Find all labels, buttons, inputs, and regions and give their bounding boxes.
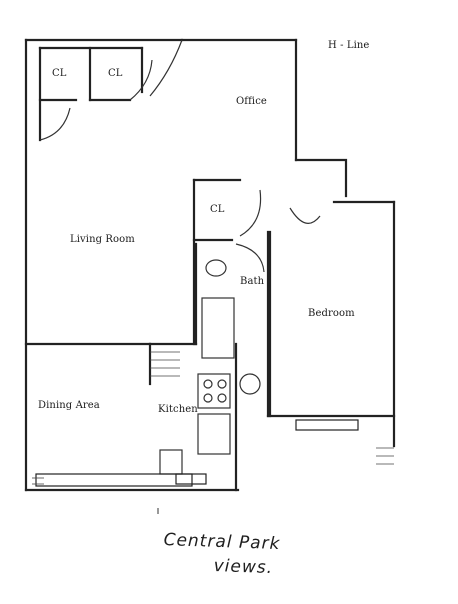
door-swing-bath <box>235 243 265 273</box>
room-label-bath: Bath <box>240 276 265 287</box>
burner-1 <box>203 379 213 389</box>
door-swing-bedroom <box>289 207 321 224</box>
line-label: H - Line <box>328 40 370 51</box>
room-label-living-room: Living Room <box>70 234 135 245</box>
room-label-closet-2: CL <box>108 68 123 79</box>
window-kitchen <box>175 473 207 485</box>
handwritten-note-line-2: views. <box>213 556 274 579</box>
room-label-closet-1: CL <box>52 68 67 79</box>
kitchen-counter <box>197 413 231 455</box>
toilet-fixture <box>239 373 261 395</box>
room-label-closet-3: CL <box>210 204 225 215</box>
stove-fixture <box>197 373 231 409</box>
door-swing-closet-2 <box>129 59 153 101</box>
burner-4 <box>217 393 227 403</box>
room-label-dining-area: Dining Area <box>38 400 100 411</box>
door-swing-office <box>149 39 183 97</box>
bathtub-fixture <box>201 297 235 359</box>
door-swing-closet-3 <box>239 189 262 237</box>
sink-fixture <box>205 259 227 277</box>
room-label-kitchen: Kitchen <box>158 404 198 415</box>
window-dining <box>35 473 193 487</box>
door-swing-closet-1 <box>39 107 71 141</box>
window-bedroom <box>295 419 359 431</box>
burner-2 <box>217 379 227 389</box>
handwritten-note-line-1: Central Park <box>163 530 281 555</box>
burner-3 <box>203 393 213 403</box>
office-partition <box>294 158 348 198</box>
room-label-bedroom: Bedroom <box>308 308 355 319</box>
fridge-fixture <box>159 449 183 475</box>
room-label-office: Office <box>236 96 267 107</box>
